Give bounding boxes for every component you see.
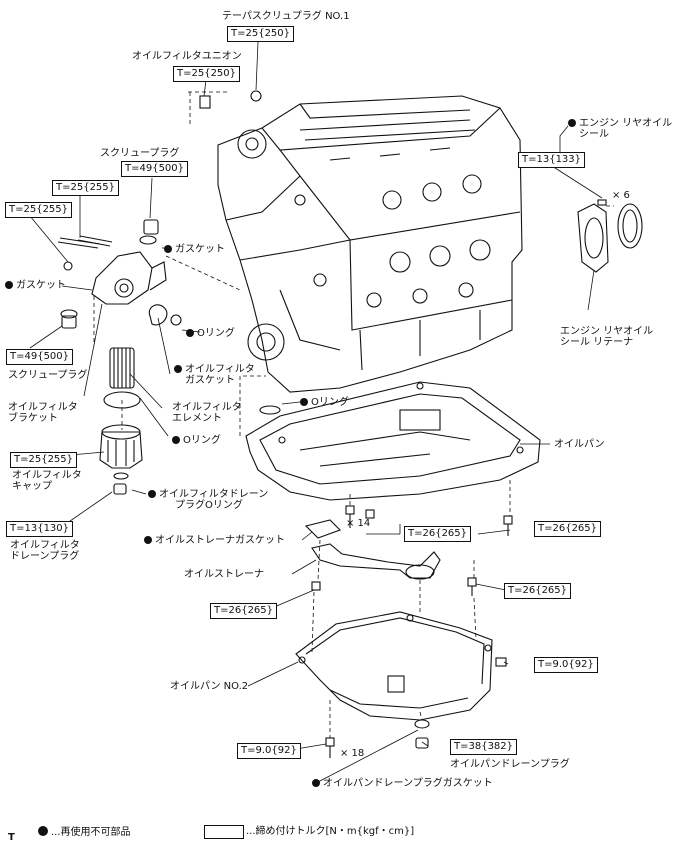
oil-filter-bracket-drawing bbox=[57, 90, 262, 329]
taper-screw-plug-torque-box: T=25{250} bbox=[227, 26, 295, 42]
oil-strainer-drawing bbox=[304, 519, 477, 596]
screw-plug-bottom-torque-box: T=49{500} bbox=[6, 349, 74, 365]
non-reusable-marker-icon bbox=[312, 779, 320, 787]
pan2-nut-torque-box: T=9.0{92} bbox=[534, 657, 598, 673]
pan-bolt-torque-right-box: T=26{265} bbox=[534, 521, 602, 537]
pan-drain-plug-label: オイルパンドレーンプラグ bbox=[450, 759, 570, 770]
pan-drain-plug-torque-box: T=38{382} bbox=[450, 739, 518, 755]
x14-count-label: × 14 bbox=[346, 518, 371, 529]
legend-non-reusable: ...再使用不可部品 bbox=[38, 826, 131, 838]
taper-screw-plug-label: テーパスクリュプラグ NO.1 bbox=[222, 11, 350, 22]
filter-drain-plug-label: オイルフィルタドレーンプラグ bbox=[10, 540, 80, 562]
pan2-bolt-torque-box: T=9.0{92} bbox=[237, 743, 301, 759]
pan-bolts-drawing bbox=[345, 505, 513, 536]
non-reusable-marker-icon bbox=[568, 119, 576, 127]
filter-drain-plug-o-ring-label: オイルフィルタドレーン プラグOリング bbox=[148, 489, 268, 511]
gasket-top-label: ガスケット bbox=[164, 244, 225, 255]
bolt-torque-box-b: T=25{255} bbox=[5, 202, 73, 218]
non-reusable-marker-icon bbox=[186, 329, 194, 337]
filter-drain-plug-torque-box: T=13{130} bbox=[6, 521, 74, 537]
oil-filter-union-label: オイルフィルタユニオン bbox=[132, 51, 242, 62]
oil-pan-drawing bbox=[245, 381, 541, 501]
oil-filter-cap-label: オイルフィルタキャップ bbox=[12, 470, 82, 492]
legend-torque: ...締め付けトルク[N・m{kgf・cm}] bbox=[246, 826, 415, 837]
rear-oil-seal-label: エンジン リヤオイル シール bbox=[568, 118, 672, 140]
rear-retainer-torque-box: T=13{133} bbox=[518, 152, 586, 168]
figure-marker: T bbox=[8, 832, 15, 843]
oil-pan-label: オイルパン bbox=[554, 439, 605, 450]
strainer-gasket-label: オイルストレーナガスケット bbox=[144, 535, 285, 546]
non-reusable-marker-icon bbox=[300, 398, 308, 406]
pan-drain-gasket-label: オイルパンドレーンプラグガスケット bbox=[312, 778, 493, 789]
engine-block-drawing bbox=[217, 95, 523, 393]
leader-lines bbox=[29, 41, 603, 783]
gasket-left-label: ガスケット bbox=[5, 280, 66, 291]
oil-filter-cap-torque-box: T=25{255} bbox=[10, 452, 78, 468]
o-ring-union-label: Oリング bbox=[186, 328, 235, 339]
strainer-bolt-torque-right-box: T=26{265} bbox=[504, 583, 572, 599]
non-reusable-marker-icon bbox=[174, 365, 182, 373]
non-reusable-marker-icon bbox=[5, 281, 13, 289]
oil-strainer-label: オイルストレーナ bbox=[184, 569, 264, 580]
oil-pan-no2-label: オイルパン NO.2 bbox=[170, 681, 249, 692]
o-ring-element-label: Oリング bbox=[172, 435, 221, 446]
oil-filter-element-label: オイルフィルタエレメント bbox=[172, 402, 242, 424]
rear-retainer-label: エンジン リヤオイルシール リテーナ bbox=[560, 326, 654, 348]
screw-plug-top-torque-box: T=49{500} bbox=[121, 161, 189, 177]
non-reusable-marker-icon bbox=[172, 436, 180, 444]
pan-bolt-torque-box: T=26{265} bbox=[404, 526, 472, 542]
rear-oil-seal-retainer-drawing bbox=[577, 199, 643, 273]
oil-filter-bracket-label: オイルフィルタブラケット bbox=[8, 402, 78, 424]
screw-plug-top-label: スクリュープラグ bbox=[100, 148, 180, 159]
oil-filter-element-drawing bbox=[99, 347, 143, 495]
non-reusable-marker-icon bbox=[144, 536, 152, 544]
screw-plug-bottom-label: スクリュープラグ bbox=[8, 370, 88, 381]
strainer-bolt-torque-left-box: T=26{265} bbox=[210, 603, 278, 619]
x6-count-label: × 6 bbox=[612, 190, 630, 201]
x18-count-label: × 18 bbox=[340, 748, 365, 759]
o-ring-block-label: Oリング bbox=[300, 397, 349, 408]
oil-filter-gasket-label: オイルフィルタ ガスケット bbox=[174, 364, 255, 386]
oil-pan-no2-drawing bbox=[295, 611, 507, 758]
non-reusable-marker-icon bbox=[148, 490, 156, 498]
oil-filter-union-torque-box: T=25{250} bbox=[173, 66, 241, 82]
non-reusable-marker-icon bbox=[164, 245, 172, 253]
bolt-torque-box-a: T=25{255} bbox=[52, 180, 120, 196]
non-reusable-marker-icon bbox=[38, 826, 48, 836]
torque-legend-box-icon bbox=[204, 825, 244, 839]
